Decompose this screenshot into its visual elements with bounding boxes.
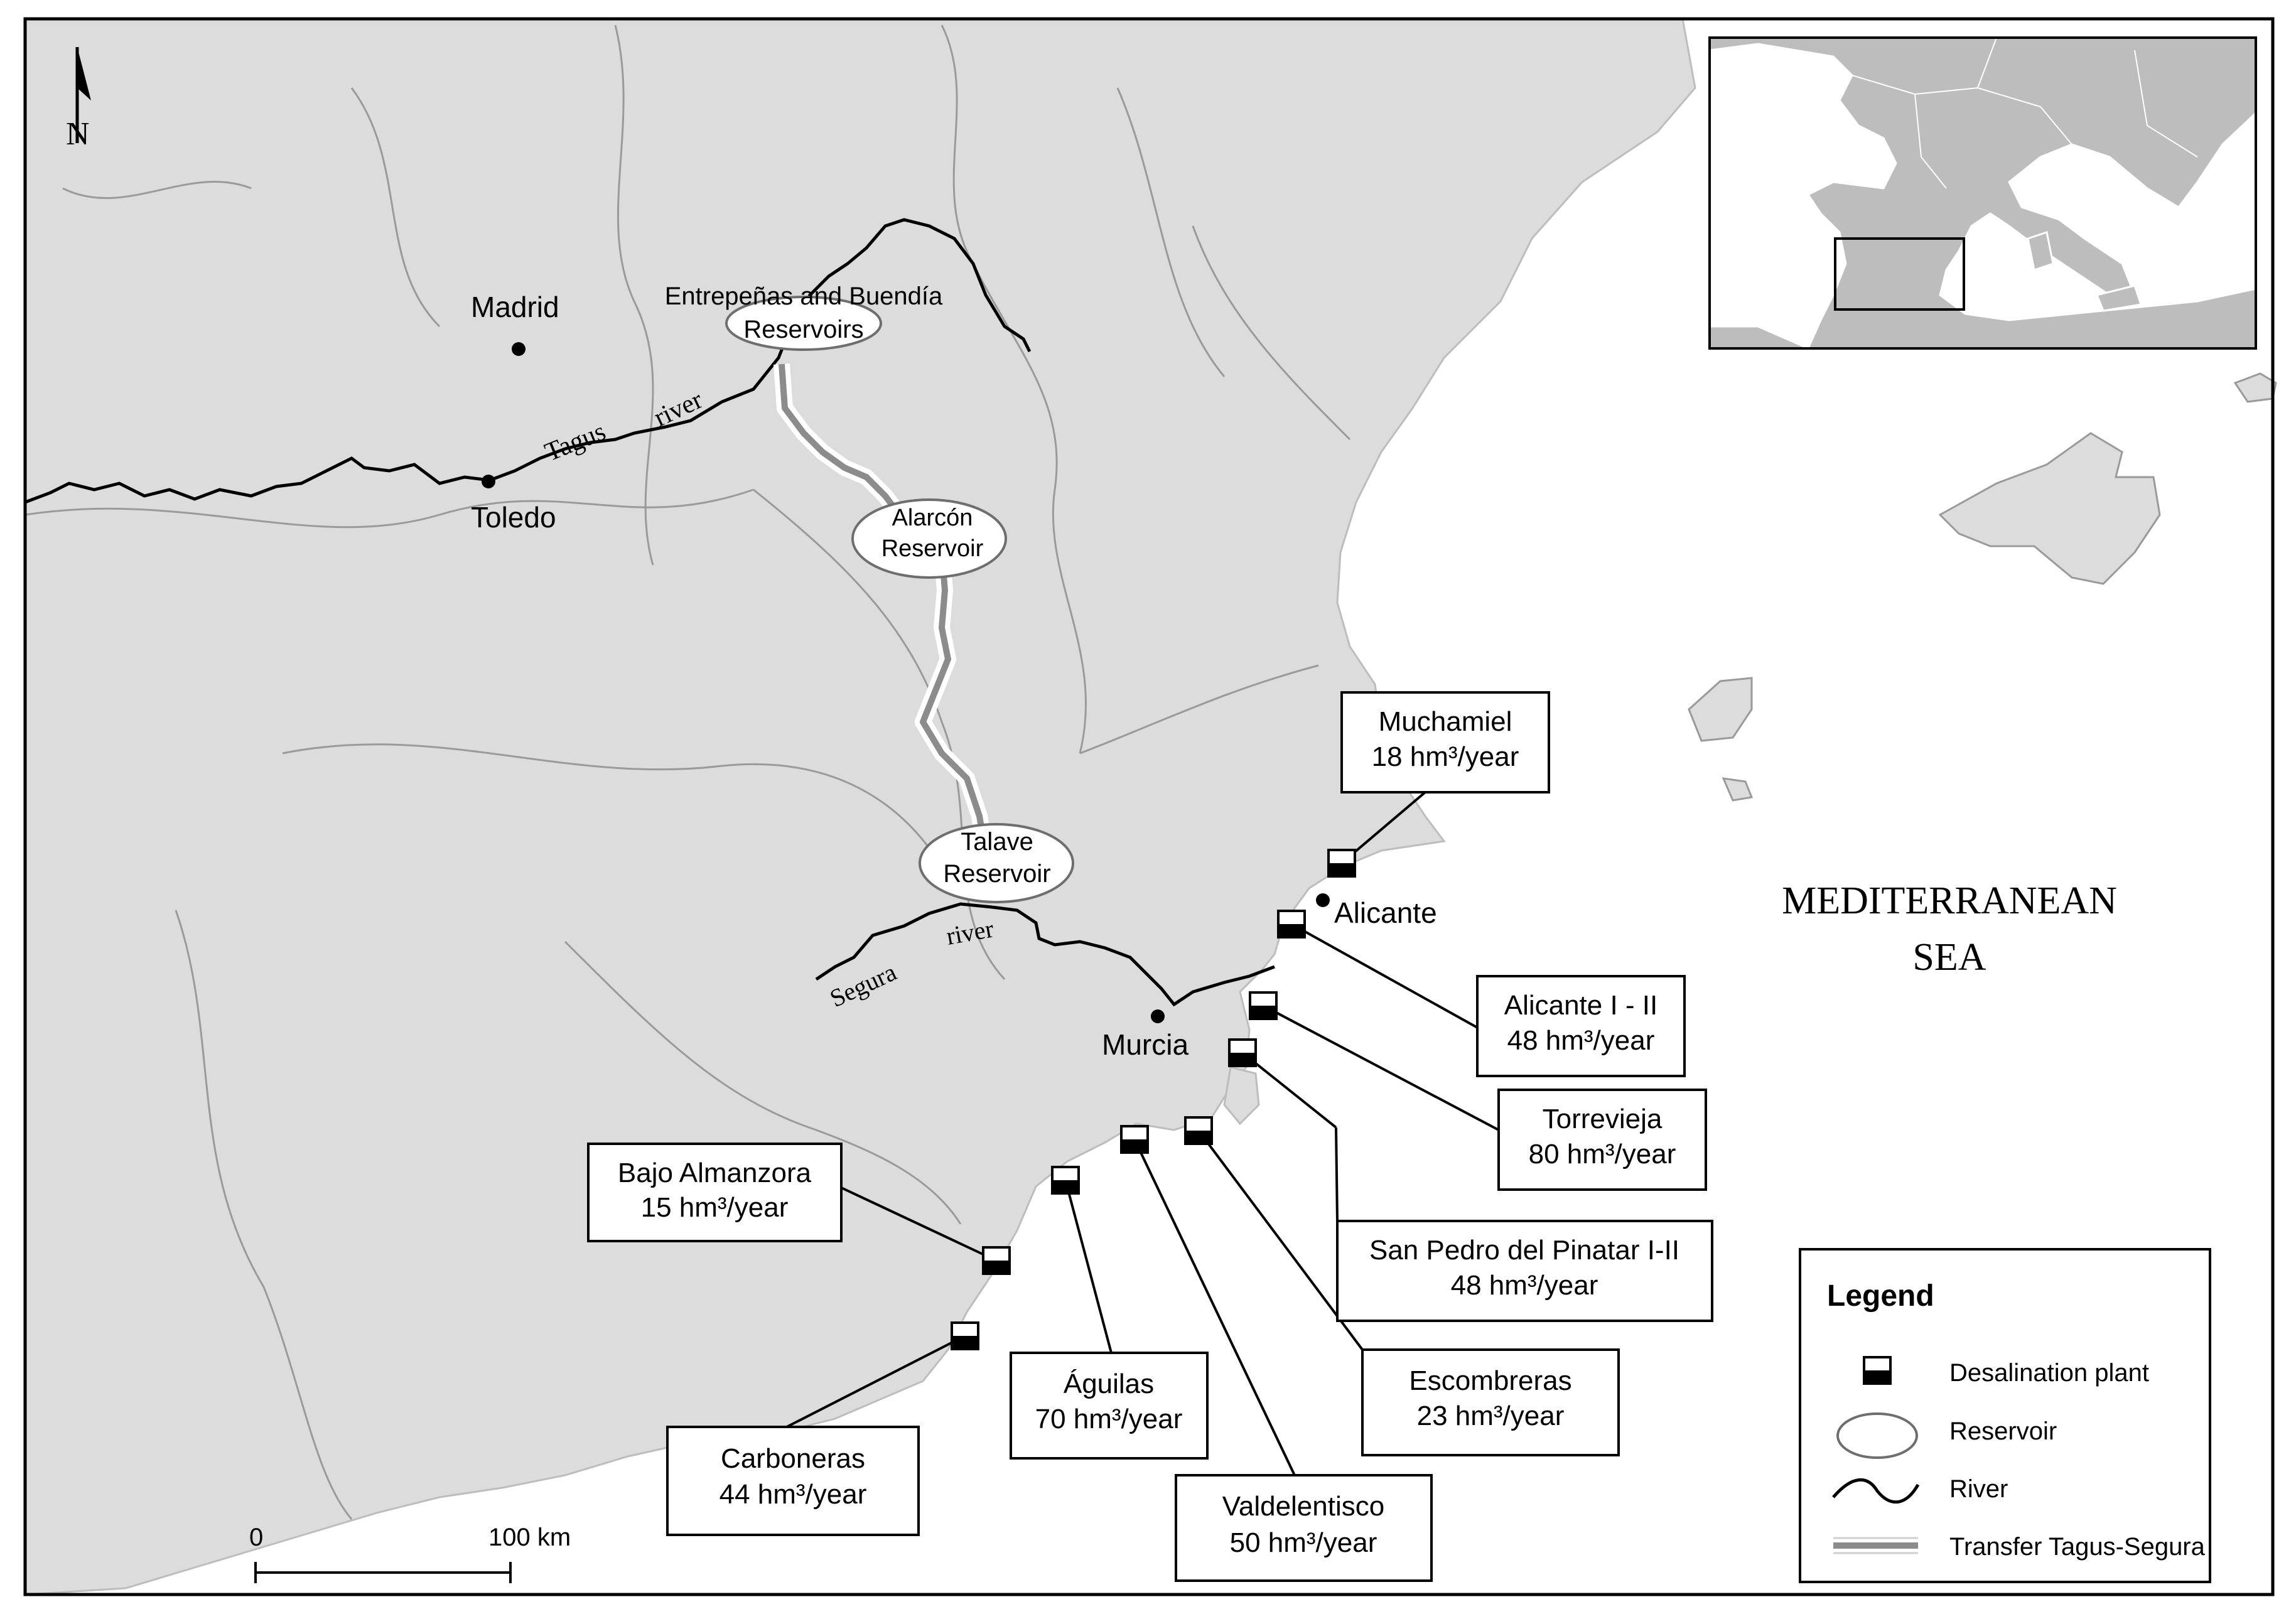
plant-box-bajo: Bajo Almanzora 15 hm³/year [587, 1143, 843, 1242]
reservoir-icon [1836, 1412, 1918, 1459]
plant-capacity: 48 hm³/year [1507, 1025, 1655, 1056]
segura-river [815, 902, 1275, 1007]
north-arrow-icon: N [66, 47, 91, 152]
entrepenas-label-2: Reservoirs [743, 316, 863, 343]
regional-borders [24, 24, 1351, 1520]
plant-box-valdelentisco: Valdelentisco 50 hm³/year [1175, 1474, 1433, 1582]
toledo-dot [482, 475, 495, 488]
plant-capacity: 44 hm³/year [720, 1479, 867, 1510]
talave-label-2: Reservoir [943, 860, 1050, 888]
mallorca-land [1938, 432, 2161, 585]
plant-capacity: 70 hm³/year [1035, 1404, 1183, 1434]
inset-map [1708, 36, 2257, 350]
alarcon-label-2: Reservoir [881, 535, 984, 562]
murcia-label: Murcia [1102, 1028, 1188, 1061]
plant-capacity: 80 hm³/year [1529, 1139, 1676, 1170]
inset-highlight [1834, 237, 1965, 311]
legend-river: River [1949, 1475, 2008, 1503]
murcia-dot [1151, 1009, 1165, 1023]
scale-end: 100 km [488, 1524, 571, 1551]
inset-borders [1851, 37, 2198, 189]
formentera-land [1722, 777, 1754, 802]
toledo-label: Toledo [471, 501, 556, 534]
plant-name: Águilas [1064, 1369, 1154, 1399]
plant-capacity: 48 hm³/year [1451, 1270, 1598, 1301]
alicante-label: Alicante [1334, 896, 1437, 929]
plant-name: San Pedro del Pinatar I-II [1369, 1235, 1679, 1266]
plant-name: Bajo Almanzora [618, 1158, 812, 1188]
plant-box-aguilas: Águilas 70 hm³/year [1010, 1352, 1209, 1460]
plant-capacity: 50 hm³/year [1230, 1527, 1377, 1558]
plant-name: Valdelentisco [1222, 1491, 1384, 1522]
plant-alicante-icon[interactable] [1277, 910, 1306, 939]
plant-box-escombreras: Escombreras 23 hm³/year [1361, 1348, 1620, 1456]
alicante-dot [1316, 893, 1330, 907]
entrepenas-reservoir [725, 296, 882, 351]
inset-sicily [2095, 284, 2142, 312]
madrid-dot [512, 342, 525, 356]
plant-carboneras-icon[interactable] [951, 1321, 979, 1350]
plant-box-alicante: Alicante I - II 48 hm³/year [1476, 975, 1686, 1077]
alarcon-label-1: Alarcón [892, 505, 973, 531]
plant-name: Escombreras [1409, 1365, 1571, 1396]
alarcon-reservoir [851, 498, 1007, 579]
plant-name: Alicante I - II [1504, 990, 1658, 1021]
plant-box-muchamiel: Muchamiel 18 hm³/year [1340, 691, 1550, 793]
plant-capacity: 15 hm³/year [641, 1192, 789, 1223]
sea-label-1: MEDITERRANEAN [1782, 879, 2117, 922]
sea-label-2: SEA [1912, 936, 1986, 979]
tagus-river [24, 218, 1032, 504]
map-frame-border [23, 17, 2275, 1596]
mar-menor-land [1223, 1066, 1260, 1126]
north-label: N [66, 116, 90, 152]
plant-name: Carboneras [721, 1443, 865, 1474]
plant-box-torrevieja: Torrevieja 80 hm³/year [1497, 1089, 1707, 1191]
plant-escombreras-icon[interactable] [1184, 1116, 1213, 1145]
plant-name: Torrevieja [1543, 1104, 1663, 1134]
plant-box-carboneras: Carboneras 44 hm³/year [666, 1426, 920, 1536]
legend-reservoir: Reservoir [1949, 1417, 2057, 1445]
legend: Legend Desalination plant Reservoir Rive… [1799, 1248, 2211, 1583]
plant-valdelentisco-icon[interactable] [1120, 1125, 1149, 1154]
legend-transfer: Transfer Tagus-Segura [1949, 1533, 2206, 1561]
talave-reservoir [919, 823, 1074, 903]
plant-name: Muchamiel [1379, 706, 1512, 737]
plant-bajo-icon[interactable] [982, 1246, 1011, 1275]
plant-muchamiel-icon[interactable] [1327, 849, 1356, 878]
talave-label-1: Talave [961, 828, 1033, 856]
inset-land [1708, 36, 2257, 350]
plant-torrevieja-icon[interactable] [1249, 991, 1278, 1020]
plant-aguilas-icon[interactable] [1051, 1166, 1080, 1195]
scale-start: 0 [249, 1524, 263, 1551]
scale-bar: 0 100 km [249, 1524, 571, 1583]
ibiza-land [1688, 677, 1753, 742]
desalination-plant-icon [1863, 1356, 1892, 1385]
inset-sardinia [2027, 231, 2054, 271]
legend-desalination: Desalination plant [1949, 1359, 2149, 1387]
madrid-label: Madrid [471, 291, 559, 323]
plant-capacity: 23 hm³/year [1417, 1401, 1565, 1431]
plant-box-sanpedro: San Pedro del Pinatar I-II 48 hm³/year [1336, 1220, 1713, 1322]
entrepenas-label-1: Entrepeñas and Buendía [665, 282, 943, 310]
legend-title: Legend [1827, 1279, 1934, 1313]
plant-sanpedro-icon[interactable] [1228, 1038, 1257, 1067]
river-icon [1832, 1478, 1920, 1503]
plant-capacity: 18 hm³/year [1372, 741, 1519, 772]
